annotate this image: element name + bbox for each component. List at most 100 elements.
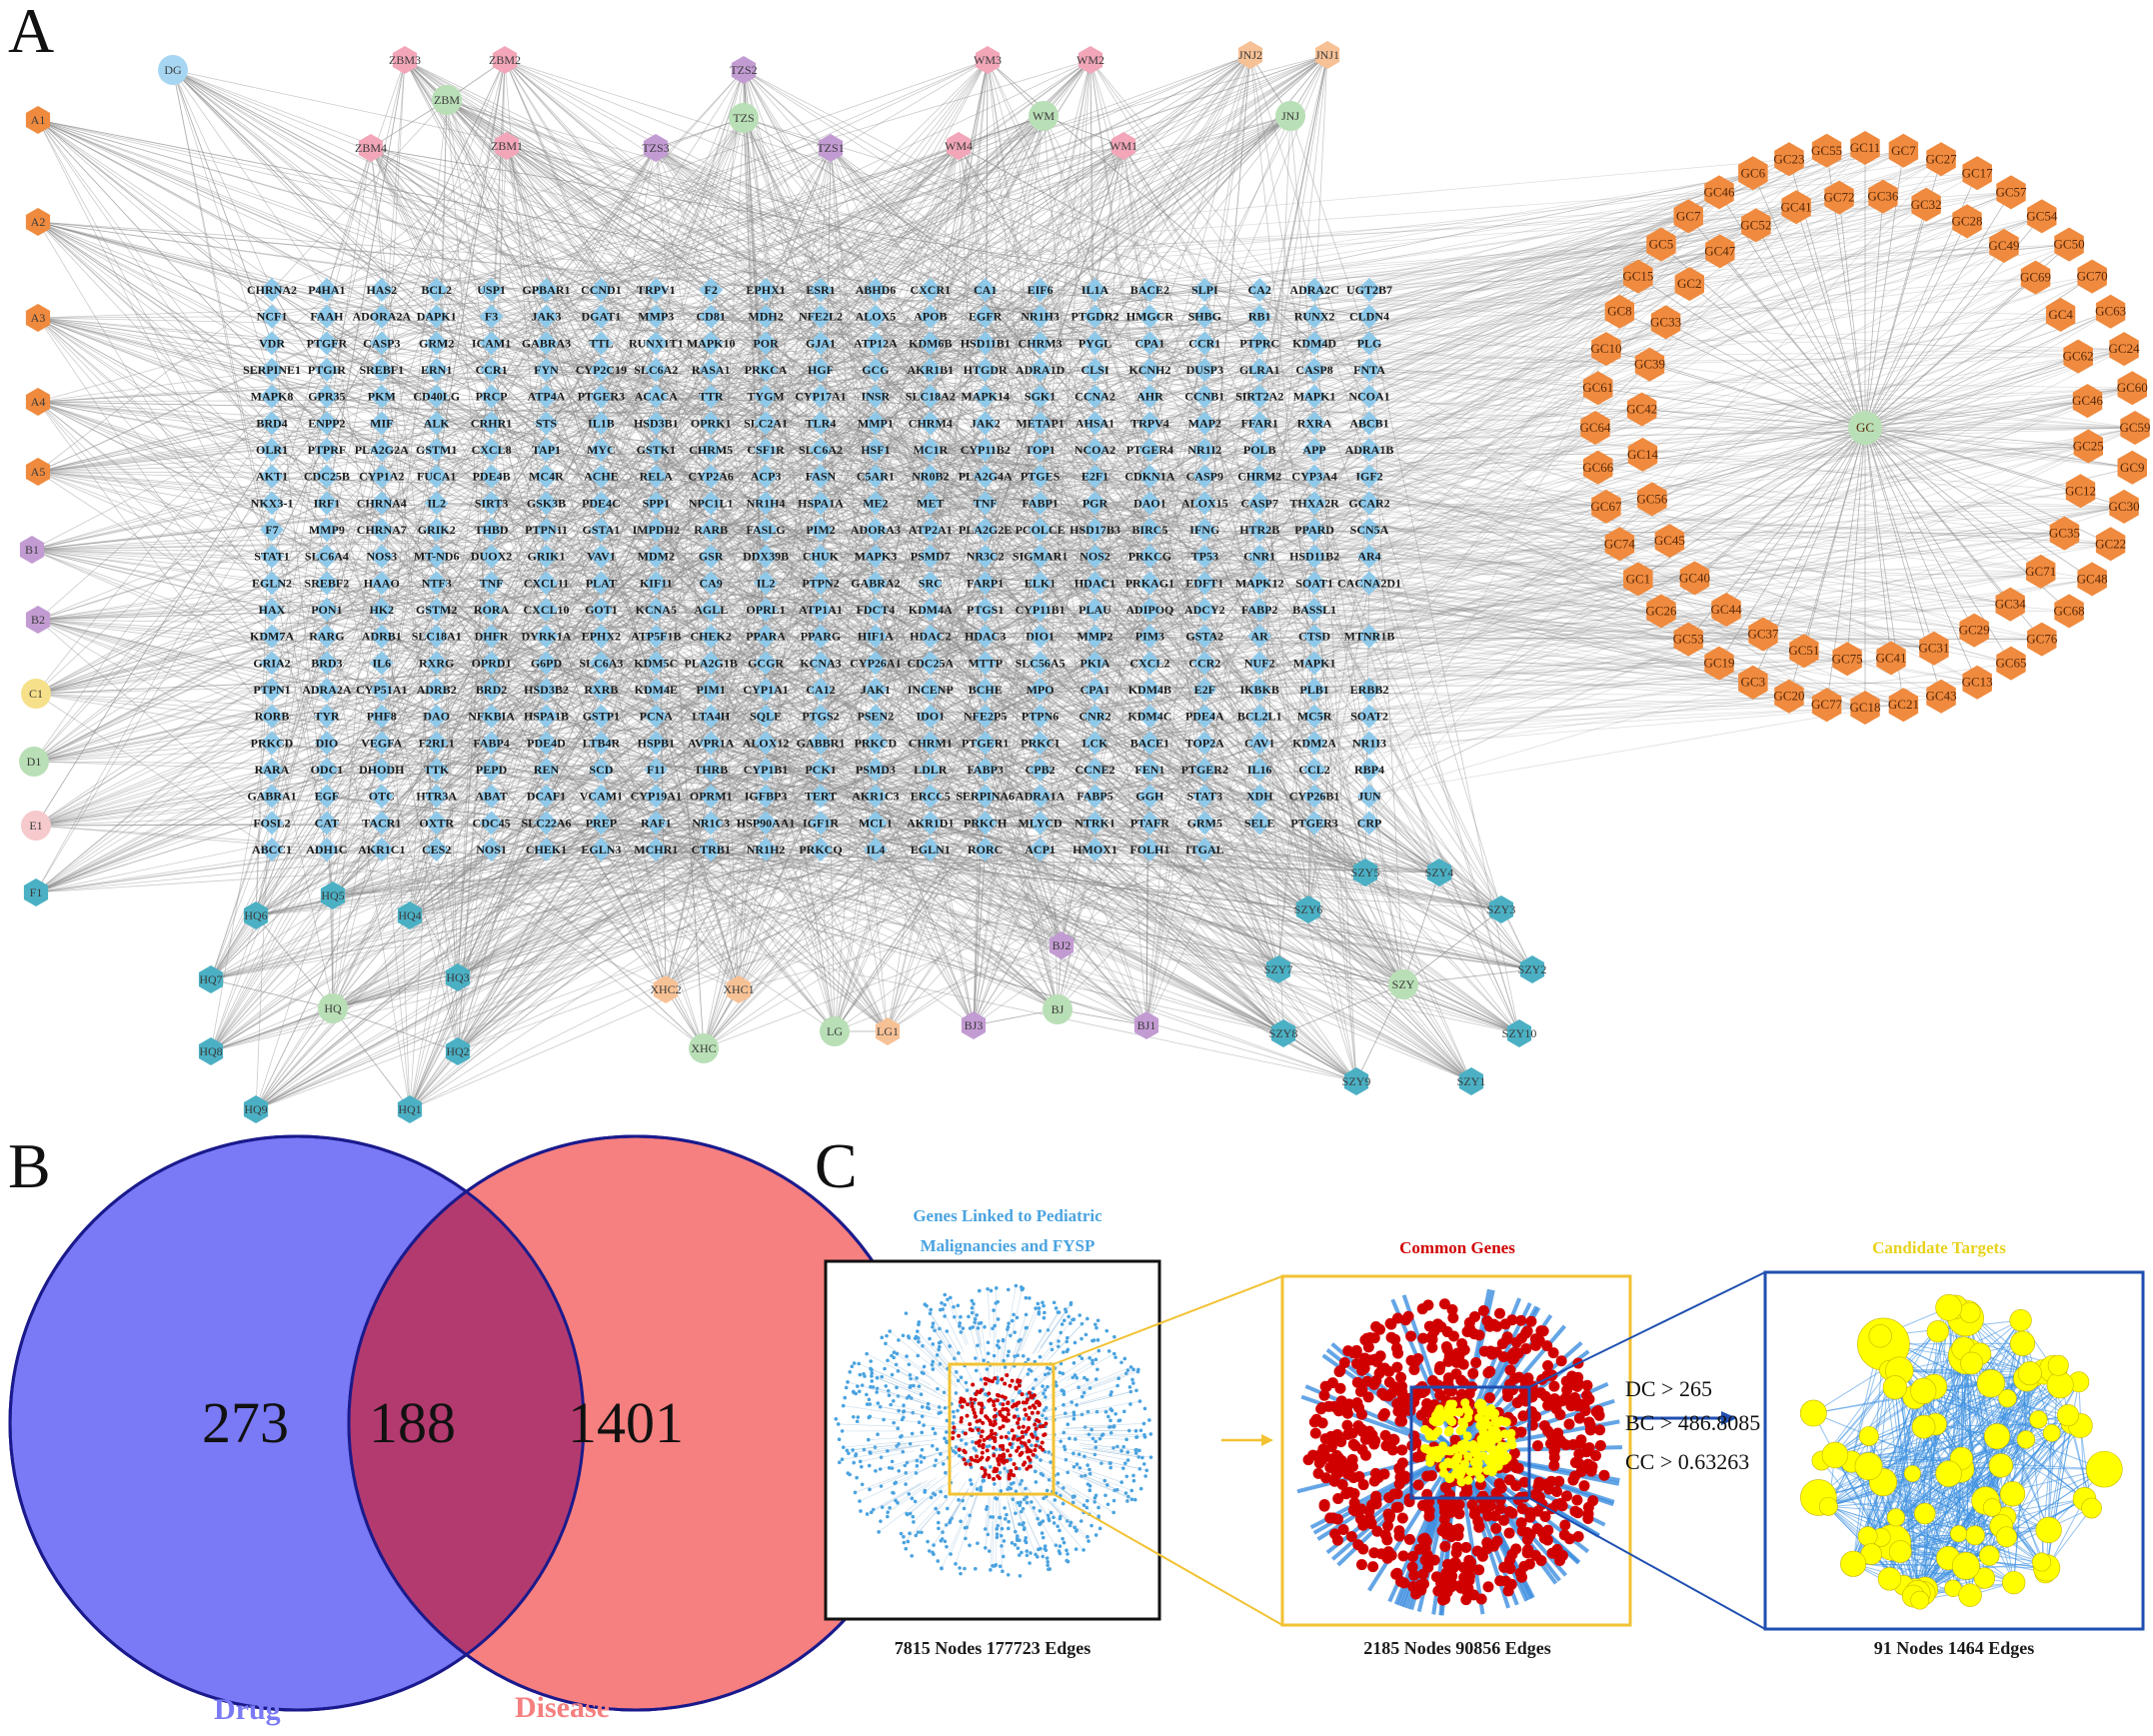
gene-label: SGK1 <box>1025 390 1056 404</box>
net1-node <box>911 1497 915 1501</box>
net1-node <box>1024 1536 1028 1540</box>
net1-node <box>1134 1435 1138 1439</box>
net1-node <box>896 1427 900 1431</box>
net1-node <box>855 1452 859 1456</box>
gene-label: FNTA <box>1353 363 1385 377</box>
net1-node <box>1108 1466 1112 1470</box>
gene-label: AKR1C1 <box>358 843 405 857</box>
gene-label: XDH <box>1246 790 1273 804</box>
gene-label: F11 <box>647 763 666 777</box>
net1-core-node <box>958 1447 962 1451</box>
gene-label: OPRK1 <box>691 416 732 430</box>
net1-node <box>996 1300 1000 1304</box>
gene-label: ACHE <box>584 470 619 484</box>
net1-core-node <box>1027 1417 1031 1421</box>
net1-node <box>1007 1350 1011 1354</box>
panel-c-network-filtering: C Genes Linked to Pediatric Malignancies… <box>815 1130 2143 1658</box>
gene-label: PLAT <box>586 576 617 590</box>
gene-label: GOT1 <box>585 603 618 617</box>
net1-node <box>974 1356 978 1360</box>
net1-core-node <box>1023 1407 1027 1411</box>
net1-node <box>975 1313 979 1317</box>
gene-label: GABRA2 <box>851 576 900 590</box>
net1-node <box>1073 1410 1076 1414</box>
gc-node-label: GC34 <box>1995 597 2027 612</box>
net1-node <box>846 1380 850 1384</box>
net1-node <box>1006 1354 1010 1358</box>
net1-node <box>911 1515 915 1519</box>
gene-label: GABBR1 <box>797 736 846 750</box>
net1-core-node <box>1005 1373 1009 1377</box>
net1-core-node <box>987 1456 991 1460</box>
gene-label: CYP17A1 <box>795 390 846 404</box>
net1-title-line1: Genes Linked to Pediatric <box>913 1206 1102 1225</box>
herb-node-label: HQ2 <box>446 1044 469 1058</box>
gc-node-label: GC64 <box>1579 420 1611 435</box>
net1-node <box>1124 1491 1128 1495</box>
net1-node <box>1049 1367 1053 1371</box>
net1-node <box>921 1448 925 1452</box>
net1-core-node <box>964 1431 968 1435</box>
gene-label: HAAO <box>364 576 400 590</box>
gene-label: MCL1 <box>859 816 893 830</box>
herb-node-label: HQ1 <box>398 1102 421 1116</box>
net1-core-node <box>981 1429 985 1433</box>
gene-label: DUOX2 <box>471 550 512 564</box>
net1-node <box>1085 1317 1089 1321</box>
net1-node <box>870 1374 874 1378</box>
net1-node <box>1007 1321 1011 1325</box>
gene-label: GRIK2 <box>418 523 456 537</box>
net1-node <box>954 1562 958 1566</box>
net1-node <box>979 1486 983 1490</box>
gene-label: PDE4A <box>1185 710 1224 724</box>
gene-label: PLA2G2A <box>355 443 409 457</box>
net1-node <box>945 1430 949 1434</box>
gene-label: BASSL1 <box>1292 603 1336 617</box>
net1-node <box>907 1540 911 1544</box>
gc-node-label: GC6 <box>1741 165 1766 180</box>
net1-node <box>1124 1437 1128 1441</box>
gene-label: SRC <box>919 576 943 590</box>
gene-label: SLC6A2 <box>799 443 843 457</box>
gene-label: RARB <box>694 523 728 537</box>
net1-node <box>916 1464 920 1468</box>
net1-node <box>889 1403 893 1407</box>
net1-core-node <box>1025 1400 1029 1404</box>
gene-label: MC5R <box>1297 710 1332 724</box>
gene-label: CRHR1 <box>471 416 512 430</box>
gene-label: SREBF1 <box>359 363 404 377</box>
net1-node <box>1041 1531 1045 1535</box>
net1-core-node <box>1006 1401 1010 1405</box>
gene-label: SIGMAR1 <box>1013 550 1068 564</box>
gene-label: PTPN6 <box>1022 710 1059 724</box>
gene-label: SLC6A3 <box>579 656 623 670</box>
gene-label: EGLN1 <box>911 843 951 857</box>
net1-node <box>974 1567 978 1571</box>
net1-node <box>1125 1499 1129 1503</box>
net1-node <box>1086 1482 1090 1486</box>
net1-core-node <box>994 1407 998 1411</box>
gc-node-label: GC26 <box>1645 603 1677 618</box>
gene-label: THXA2R <box>1289 496 1339 510</box>
net1-node <box>1025 1541 1029 1545</box>
net1-node <box>982 1358 986 1362</box>
gene-label: ENPP2 <box>308 416 345 430</box>
gc-node-label: GC52 <box>1740 217 1771 232</box>
net1-node <box>949 1552 953 1556</box>
net1-node <box>1011 1319 1015 1323</box>
gene-label: CHEK2 <box>691 630 732 644</box>
gene-label: TTR <box>699 390 724 404</box>
gene-label: ABCB1 <box>1349 416 1388 430</box>
herb-node-label: SZY9 <box>1342 1074 1371 1088</box>
herb-node-label: LG <box>827 1024 843 1038</box>
herb-node-label: JNJ <box>1281 109 1299 123</box>
gene-label: RELA <box>640 470 674 484</box>
net1-node <box>1134 1451 1138 1455</box>
net1-node <box>1104 1410 1108 1414</box>
gc-node-label: GC18 <box>1849 700 1880 715</box>
net1-core-node <box>992 1477 996 1481</box>
net1-core-node <box>1021 1392 1025 1396</box>
gene-label: ERBB2 <box>1350 683 1389 697</box>
net1-node <box>1092 1338 1096 1342</box>
net1-node <box>903 1541 907 1545</box>
